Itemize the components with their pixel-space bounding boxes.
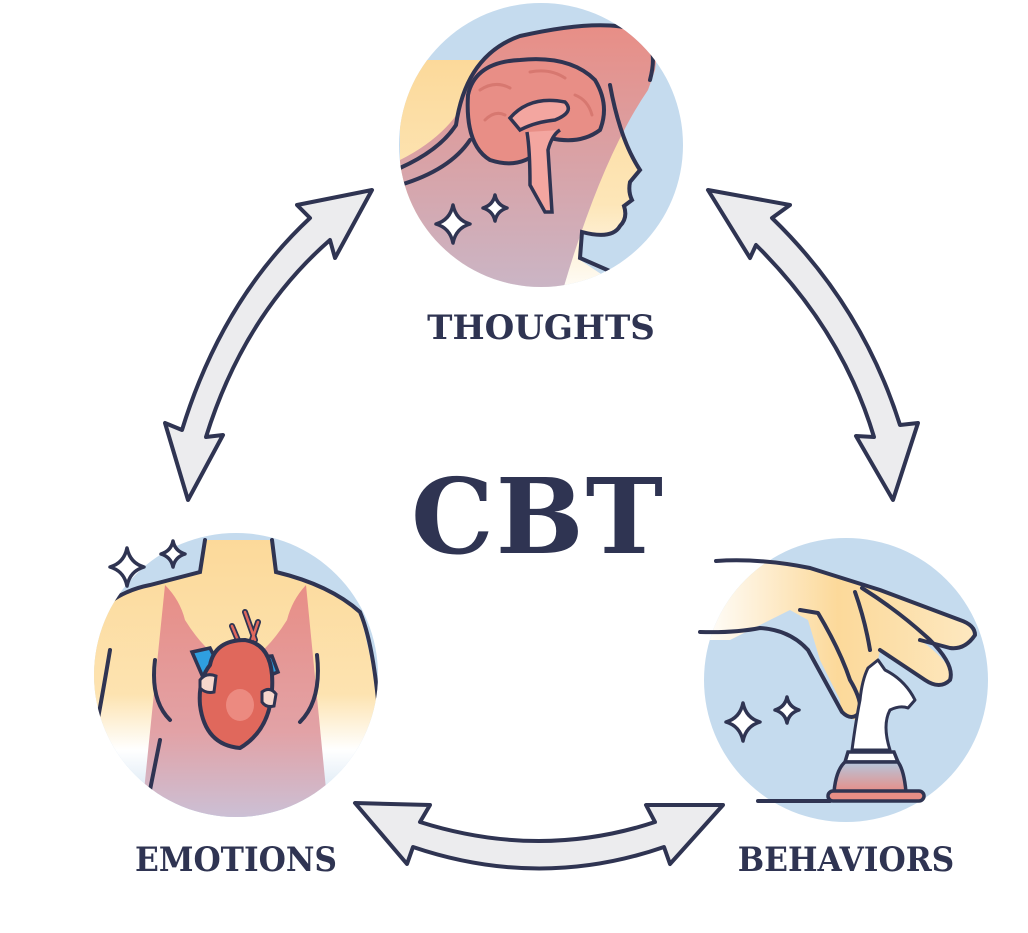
arrow-emotions-behaviors	[353, 801, 725, 871]
node-label-behaviors: BEHAVIORS	[737, 840, 955, 880]
hand-chess-knight-icon	[698, 538, 988, 822]
head-brain-icon	[399, 3, 683, 287]
node-label-emotions: EMOTIONS	[134, 840, 338, 880]
arrow-thoughts-emotions	[163, 188, 374, 502]
arrow-thoughts-behaviors	[706, 188, 920, 502]
chest-heart-icon	[94, 533, 378, 817]
node-label-thoughts: THOUGHTS	[427, 308, 655, 348]
diagram-title: CBT	[410, 455, 666, 578]
